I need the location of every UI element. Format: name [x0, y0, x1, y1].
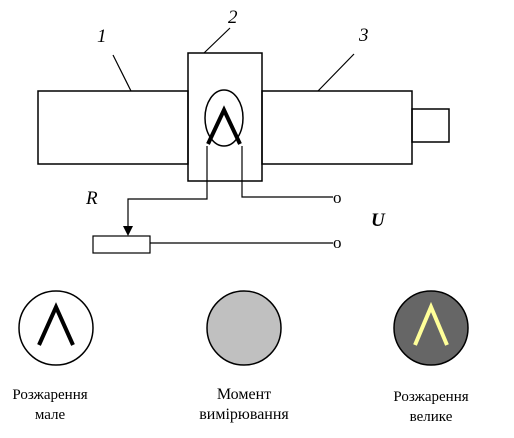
- filament-large-heat: [413, 301, 449, 346]
- wire-right: [241, 146, 333, 198]
- label-part-2: 2: [228, 7, 238, 28]
- caption-measurement-line1: Момент: [216, 386, 272, 403]
- caption-large-heat-line2: велике: [409, 409, 453, 425]
- caption-large-heat: Розжарення велике: [381, 387, 481, 427]
- lamp-bulb: [204, 89, 244, 147]
- tube-1: [37, 90, 189, 165]
- caption-measurement-line2: вимірювання: [199, 406, 289, 423]
- caption-small-heat: Розжарення мале: [0, 385, 100, 425]
- filament-small-heat: [37, 302, 75, 346]
- tube-3: [261, 90, 413, 165]
- state-circle-small-heat: [18, 290, 94, 366]
- lamp-housing-2: [187, 52, 263, 182]
- label-part-3: 3: [358, 25, 369, 46]
- eyepiece: [411, 108, 450, 143]
- state-circle-measurement: [206, 290, 282, 366]
- label-part-1: 1: [97, 26, 107, 47]
- wire-left: [127, 146, 208, 228]
- caption-measurement: Момент вимірювання: [184, 385, 304, 425]
- caption-small-heat-line2: мале: [34, 407, 66, 423]
- label-voltage: U: [371, 210, 386, 231]
- label-resistor: R: [85, 188, 98, 209]
- caption-small-heat-line1: Розжарення: [12, 387, 88, 403]
- terminal-bottom: o: [333, 233, 342, 252]
- leader-line-3: [317, 53, 355, 92]
- rheostat: [92, 235, 151, 254]
- leader-line-2: [203, 27, 231, 54]
- leader-line-1: [112, 54, 132, 92]
- caption-large-heat-line1: Розжарення: [393, 389, 469, 405]
- wiper-arrowhead: [123, 226, 133, 236]
- terminal-top: o: [333, 188, 342, 207]
- lamp-filament: [206, 105, 242, 145]
- state-circle-large-heat: [393, 290, 469, 366]
